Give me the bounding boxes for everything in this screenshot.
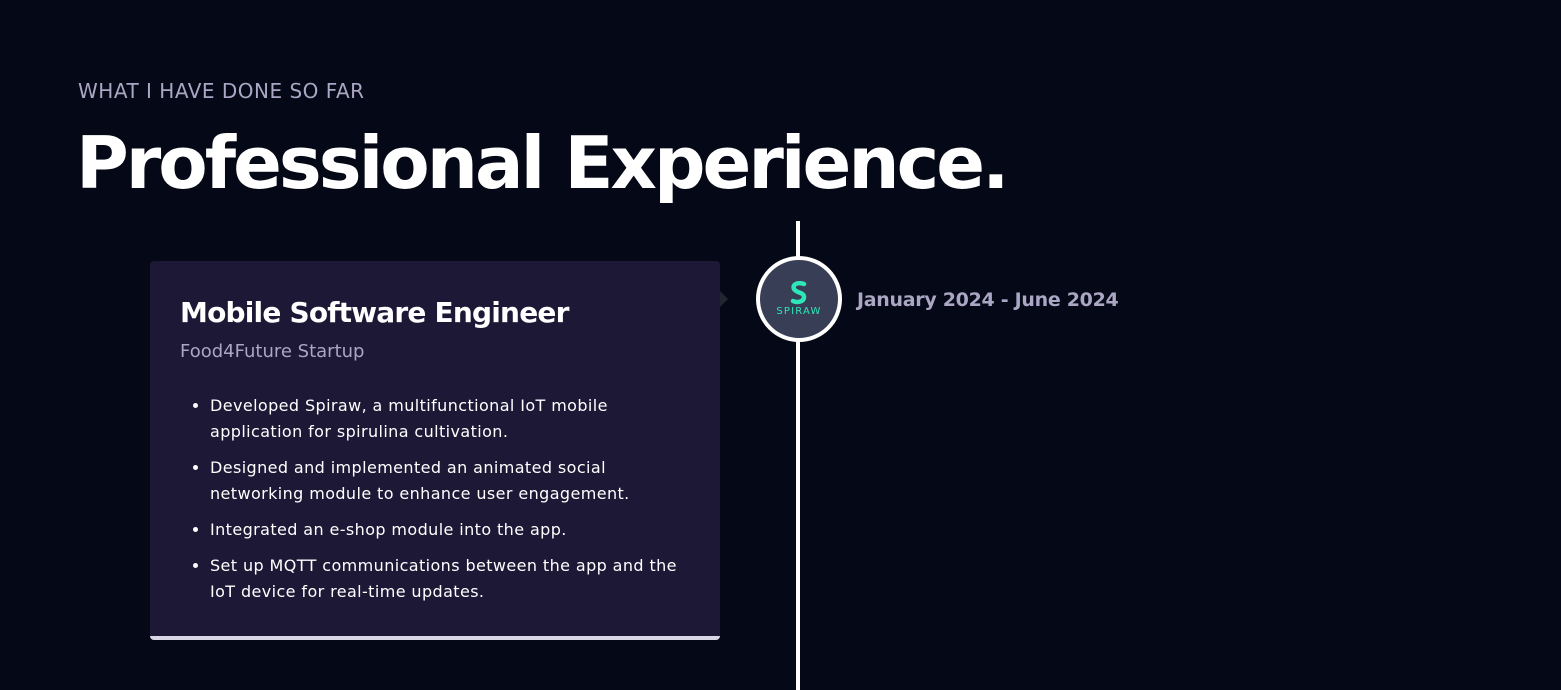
timeline-line xyxy=(796,221,800,690)
timeline-icon: SPIRAW xyxy=(756,256,842,342)
card-arrow xyxy=(720,291,728,307)
experience-point: Integrated an e-shop module into the app… xyxy=(210,517,700,543)
spiraw-logo-icon xyxy=(790,280,807,304)
experience-point: Designed and implemented an animated soc… xyxy=(210,455,700,507)
spiraw-logo-text: SPIRAW xyxy=(776,305,822,317)
experience-points: Developed Spiraw, a multifunctional IoT … xyxy=(180,393,700,605)
section-title: Professional Experience. xyxy=(76,121,1009,205)
experience-point: Developed Spiraw, a multifunctional IoT … xyxy=(210,393,700,445)
experience-role: Mobile Software Engineer xyxy=(180,296,569,329)
experience-date: January 2024 - June 2024 xyxy=(857,289,1119,311)
experience-point: Set up MQTT communications between the a… xyxy=(210,553,700,605)
section-subtitle: WHAT I HAVE DONE SO FAR xyxy=(78,79,365,103)
experience-company: Food4Future Startup xyxy=(180,341,365,362)
experience-card: Mobile Software Engineer Food4Future Sta… xyxy=(150,261,720,640)
